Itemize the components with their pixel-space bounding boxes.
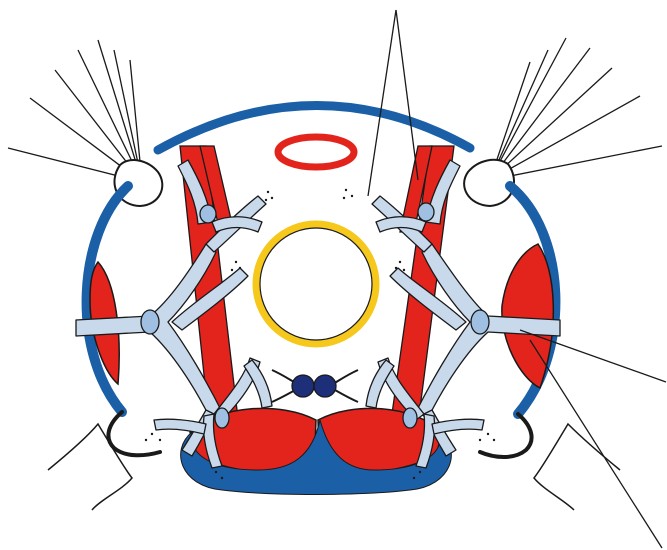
top-arc — [158, 105, 470, 150]
central-ring-inner — [260, 228, 372, 340]
right-dark-dot — [314, 375, 336, 397]
bottom-right-bracket — [480, 414, 532, 457]
left-dark-dot — [292, 375, 314, 397]
left-fan-tuft — [8, 40, 142, 182]
right-red-lobe — [502, 244, 553, 388]
top-red-ring — [278, 137, 354, 167]
right-fan-tuft — [490, 38, 662, 180]
bottom-right-outline — [534, 424, 620, 510]
bottom-left-outline — [48, 424, 132, 510]
